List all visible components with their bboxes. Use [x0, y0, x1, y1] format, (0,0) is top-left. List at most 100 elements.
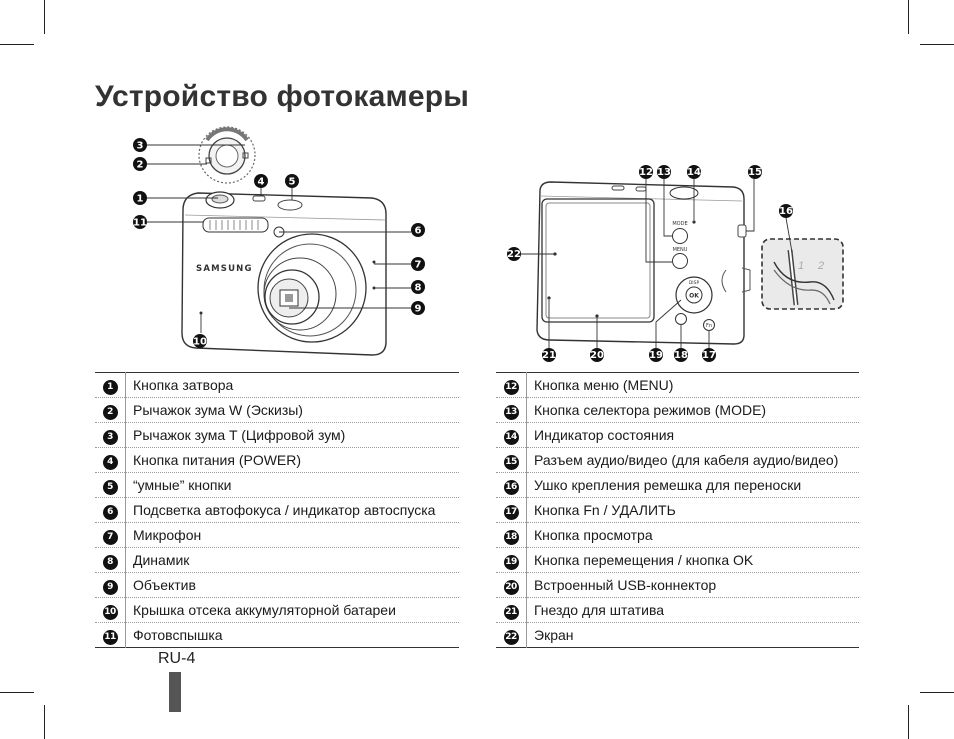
legend-label: Кнопка питания (POWER): [125, 447, 459, 473]
camera-front-figure: SAMSUNG 3 2 1 11 4 5 6 7 8 9 10: [133, 126, 425, 356]
callout-15: 15: [748, 165, 762, 179]
svg-text:12: 12: [639, 167, 653, 178]
legend-number-badge: 7: [102, 529, 118, 545]
ok-button-label: OK: [689, 293, 699, 300]
page-title: Устройство фотокамеры: [95, 80, 470, 113]
svg-text:5: 5: [289, 177, 296, 188]
svg-text:20: 20: [590, 350, 604, 361]
callout-11: 11: [133, 215, 147, 229]
callout-6: 6: [411, 223, 425, 237]
callout-21: 21: [542, 348, 556, 362]
legend-number-badge: 4: [102, 454, 118, 470]
svg-text:4: 4: [258, 177, 265, 188]
legend-label: Фотовспышка: [133, 627, 223, 643]
disp-button-label: DISP: [689, 280, 700, 286]
fn-button-label: Fn: [706, 323, 712, 329]
svg-text:14: 14: [687, 167, 701, 178]
svg-text:9: 9: [415, 304, 422, 315]
legend-label: Ушко крепления ремешка для переноски: [526, 472, 859, 498]
svg-text:11: 11: [133, 218, 147, 229]
legend-label: Объектив: [125, 572, 459, 598]
legend-row: 5“умные” кнопки: [95, 472, 459, 498]
legend-number-badge: 18: [503, 529, 519, 545]
legend-number-badge: 22: [503, 629, 519, 645]
callout-18: 18: [674, 348, 688, 362]
legend-label: Кнопка затвора: [125, 372, 459, 398]
svg-text:7: 7: [415, 260, 422, 271]
callout-14: 14: [687, 165, 701, 179]
strap-inset: 1 2: [761, 238, 844, 310]
legend-label: Кнопка селектора режимов (MODE): [526, 397, 859, 423]
legend-label: Индикатор состояния: [526, 422, 859, 448]
svg-text:15: 15: [748, 167, 762, 178]
callout-20: 20: [590, 348, 604, 362]
callout-4: 4: [254, 174, 268, 188]
legend-number-badge: 16: [503, 479, 519, 495]
svg-text:10: 10: [193, 337, 207, 348]
zoom-lever-magnifier: [198, 126, 256, 184]
legend-number-badge: 14: [503, 429, 519, 445]
legend-row: 15 Разъем аудио/видео (для кабеля аудио/в…: [496, 447, 859, 473]
legend-number-badge: 19: [503, 554, 519, 570]
legend-number-badge: 15: [503, 454, 519, 470]
callout-12: 12: [639, 165, 653, 179]
callout-19: 19: [649, 348, 663, 362]
menu-button-label: MENU: [673, 247, 688, 253]
svg-text:1: 1: [137, 194, 144, 205]
crop-mark: [908, 705, 909, 739]
legend-number-badge: 13: [503, 404, 519, 420]
mode-button-label: MODE: [672, 221, 687, 227]
callout-13: 13: [657, 165, 671, 179]
legend-row: 7 Микрофон: [95, 522, 459, 548]
callout-5: 5: [285, 174, 299, 188]
svg-text:19: 19: [649, 350, 663, 361]
callout-17: 17: [702, 348, 716, 362]
crop-mark: [44, 0, 45, 34]
svg-text:3: 3: [137, 141, 144, 152]
legend-number-badge: 9: [102, 579, 118, 595]
legend-label: “умные” кнопки: [125, 472, 459, 498]
legend-label: Кнопка просмотра: [526, 522, 859, 548]
camera-back-figure: MODE MENU OK DISP Fn 1 2: [507, 165, 844, 362]
legend-row: 4 Кнопка питания (POWER): [95, 447, 459, 473]
legend-label: Гнездо для штатива: [526, 597, 859, 623]
legend-label: Микрофон: [125, 522, 459, 548]
legend-label: Встроенный USB-коннектор: [526, 572, 859, 598]
legend-number-badge: 17: [503, 504, 519, 520]
camera-front-body: SAMSUNG: [181, 191, 387, 356]
crop-mark: [920, 44, 954, 45]
callout-2: 2: [133, 157, 147, 171]
legend-row: 9 Объектив: [95, 572, 459, 598]
legend-number-badge: 12: [503, 379, 519, 395]
crop-mark: [0, 44, 34, 45]
page-tab-marker: [169, 672, 181, 712]
legend-label: Подсветка автофокуса / индикатор автоспу…: [125, 497, 459, 523]
legend-number-badge: 8: [102, 554, 118, 570]
crop-mark: [908, 0, 909, 34]
legend-label: Рычажок зума W (Эскизы): [125, 397, 459, 423]
legend-number-badge: 20: [503, 579, 519, 595]
legend-row: 16 Ушко крепления ремешка для переноски: [496, 472, 859, 498]
brand-logo: SAMSUNG: [196, 264, 253, 274]
legend-number-badge: 2: [102, 404, 118, 420]
legend-label: Кнопка перемещения / кнопка OK: [526, 547, 859, 573]
strap-step-1: 1: [798, 260, 804, 272]
callout-8: 8: [411, 280, 425, 294]
legend-label: Разъем аудио/видео (для кабеля аудио/вид…: [526, 447, 859, 473]
svg-text:22: 22: [507, 249, 521, 260]
callout-3: 3: [133, 138, 147, 152]
legend-row: 2 Рычажок зума W (Эскизы): [95, 397, 459, 423]
callout-7: 7: [411, 257, 425, 271]
strap-step-2: 2: [817, 260, 824, 272]
legend-row: 18 Кнопка просмотра: [496, 522, 859, 548]
